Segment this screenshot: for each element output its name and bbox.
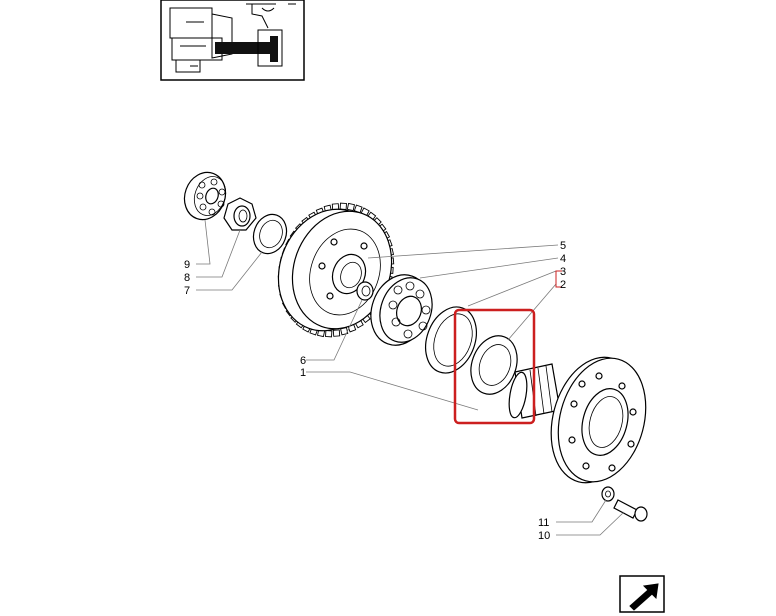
callout-5[interactable]: 5	[560, 240, 566, 252]
callout-1[interactable]: 1	[300, 367, 306, 379]
callout-9[interactable]: 9	[184, 259, 190, 271]
leader-lines	[196, 219, 625, 536]
part-4-bearing	[370, 274, 433, 346]
highlight-box	[453, 308, 536, 425]
part-6-bush	[356, 281, 374, 301]
callout-2[interactable]: 2	[560, 279, 566, 291]
return-arrow-icon[interactable]	[619, 575, 665, 613]
gear-tooth	[339, 202, 347, 210]
part-7-ring	[252, 213, 288, 255]
part-9-bearing	[183, 171, 227, 221]
part-3-spacer	[425, 306, 477, 374]
assembly-thumbnail[interactable]	[160, 0, 305, 81]
callout-6[interactable]: 6	[300, 355, 306, 367]
part-1-flange-shaft	[508, 356, 647, 484]
callout-8[interactable]: 8	[184, 272, 190, 284]
gear-tooth	[346, 202, 355, 212]
gear-tooth	[332, 329, 341, 337]
callout-7[interactable]: 7	[184, 285, 190, 297]
part-11-washer	[601, 486, 615, 502]
gear-tooth	[325, 330, 333, 338]
callout-4[interactable]: 4	[560, 253, 566, 265]
callout-labels: 9 8 7 6 1 5 4 3 2 11 10	[184, 240, 566, 542]
part-8-nut	[223, 197, 257, 231]
callout-11[interactable]: 11	[538, 517, 549, 529]
label-bracket	[555, 270, 562, 288]
callout-3[interactable]: 3	[560, 266, 566, 278]
callout-10[interactable]: 10	[538, 530, 550, 542]
part-10-bolt	[613, 499, 648, 522]
